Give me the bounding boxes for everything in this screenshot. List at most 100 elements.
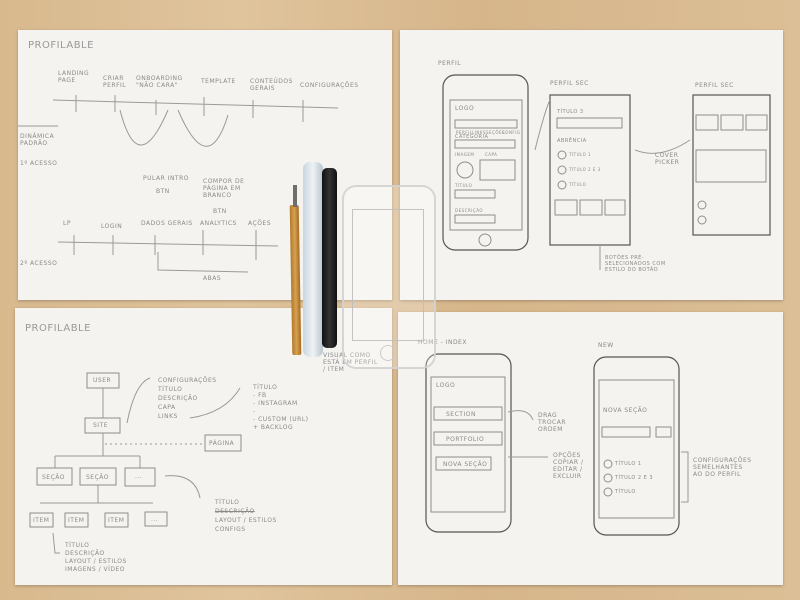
step: Login bbox=[101, 223, 123, 230]
label-profile: Perfil bbox=[438, 60, 462, 67]
prop: Configs bbox=[215, 526, 246, 533]
note-config: Configurações semelhantes ao do perfil bbox=[693, 457, 752, 478]
step: Onboarding "não cara" bbox=[136, 75, 183, 89]
new-item: Título bbox=[615, 489, 636, 495]
step: Landing page bbox=[58, 70, 90, 84]
phone-logo: Logo bbox=[455, 105, 475, 112]
new-item: Título 2 e 3 bbox=[615, 475, 654, 481]
tab: Perfil bbox=[456, 130, 473, 135]
paper-sitemap: Profilable User Site Página Seção Seção … bbox=[15, 308, 392, 585]
section-item: Título 2 e 3 bbox=[569, 167, 601, 172]
gray-marker bbox=[303, 162, 323, 357]
prop: Links bbox=[158, 413, 178, 420]
stencil-screen bbox=[352, 209, 424, 341]
node-user: User bbox=[93, 377, 112, 384]
home-logo: Logo bbox=[436, 382, 456, 389]
wireframe-drawings bbox=[425, 353, 689, 536]
field: Descrição bbox=[455, 208, 484, 213]
new-item: Título 1 bbox=[615, 461, 642, 467]
item-props: Título Descrição Layout / Estilos Imagen… bbox=[65, 542, 127, 574]
prop: Título bbox=[215, 499, 240, 506]
row1-sub: 1º acesso bbox=[20, 160, 58, 167]
step: Ações bbox=[248, 220, 272, 227]
prop: Descrição bbox=[65, 550, 105, 557]
label-profile-alt: Perfil Sec bbox=[695, 82, 734, 89]
home-item: Section bbox=[446, 411, 476, 418]
prop: Layout / Estilos bbox=[215, 517, 277, 524]
tab: Links bbox=[472, 130, 487, 135]
section-title: Título 3 bbox=[557, 109, 584, 115]
prop: Configurações bbox=[158, 377, 217, 384]
prop: Título bbox=[158, 386, 183, 393]
prop: Título bbox=[65, 542, 90, 549]
node-item: ... bbox=[151, 516, 159, 523]
home-item: Portfolio bbox=[446, 436, 485, 443]
step: Configurações bbox=[300, 82, 359, 89]
prop: Imagens / Vídeo bbox=[65, 566, 126, 573]
wireframe-drawings bbox=[442, 74, 771, 270]
new-title: Nova seção bbox=[603, 407, 648, 414]
step: Template bbox=[201, 78, 236, 85]
flow-title: Profilable bbox=[28, 40, 94, 51]
node-section: Seção bbox=[42, 474, 66, 481]
row2-sub: 2º acesso bbox=[20, 260, 58, 267]
step: LP bbox=[63, 220, 71, 227]
note-compose: Compor de página em branco bbox=[203, 178, 245, 199]
node-section: Seção bbox=[86, 474, 110, 481]
black-fineliner bbox=[322, 168, 337, 348]
prop: - Instagram bbox=[253, 400, 298, 407]
prop: - bbox=[253, 408, 256, 415]
label-home: Home - index bbox=[418, 339, 467, 346]
paper-user-flow: Profilable Dinâmica padrão 1º acesso Lan… bbox=[18, 30, 392, 300]
node-item: Item bbox=[33, 517, 50, 524]
note-cover: Cover picker bbox=[655, 152, 680, 166]
field: Categoria bbox=[455, 134, 489, 140]
flow-lines bbox=[18, 95, 339, 273]
prop: Capa bbox=[158, 404, 176, 411]
note-skip-sub: btn bbox=[156, 188, 170, 195]
prop: + Backlog bbox=[253, 424, 294, 431]
stencil-home-button bbox=[380, 345, 396, 361]
step: Analytics bbox=[200, 220, 237, 227]
step: Criar perfil bbox=[103, 75, 127, 89]
prop: Layout / Estilos bbox=[65, 558, 127, 565]
phone-stencil bbox=[342, 185, 436, 369]
section-props: Título Descrição Layout / Estilos Config… bbox=[215, 498, 277, 534]
step: Conteúdos gerais bbox=[250, 78, 293, 92]
paper-wireframes-top: Perfil Perfil Sec Perfil Sec Logo Perfil… bbox=[400, 30, 783, 300]
node-item: Item bbox=[68, 517, 85, 524]
node-page: Página bbox=[209, 440, 235, 447]
prop: Título bbox=[253, 384, 278, 391]
tab: Seções bbox=[486, 130, 506, 135]
node-section: ... bbox=[135, 473, 143, 480]
sitemap-title: Profilable bbox=[25, 323, 91, 334]
prop: - Custom (URL) bbox=[253, 416, 309, 423]
field: Título bbox=[455, 183, 473, 188]
pencil-tip bbox=[293, 185, 297, 207]
section-item: Título 1 bbox=[569, 152, 592, 157]
label-profile-edit: Perfil Sec bbox=[550, 80, 589, 87]
prop: - FB bbox=[253, 392, 267, 399]
link-props: Título - FB - Instagram - - Custom (URL)… bbox=[253, 384, 309, 432]
field: Capa bbox=[485, 152, 498, 157]
note-options: Opções Copiar / Editar / Excluir bbox=[553, 452, 584, 480]
section-item: Título bbox=[569, 182, 587, 187]
new-section-button: Nova seção bbox=[443, 461, 488, 468]
prop: Descrição bbox=[158, 395, 198, 402]
note-skip: Pular intro bbox=[143, 175, 189, 182]
section-heading: Abrência bbox=[557, 138, 587, 144]
node-item: Item bbox=[108, 517, 125, 524]
field: Imagem bbox=[455, 152, 475, 157]
note-buttons: Botões pré-selecionados com estilo do bo… bbox=[605, 255, 666, 273]
paper-wireframes-bottom: Home - index New Visual como está em Per… bbox=[323, 312, 783, 585]
sitemap-lines bbox=[29, 372, 242, 554]
prop: Descrição bbox=[215, 508, 255, 515]
node-site: Site bbox=[93, 422, 109, 429]
step: Dados gerais bbox=[141, 220, 193, 227]
row1-label: Dinâmica padrão bbox=[20, 133, 55, 147]
tab: Config bbox=[502, 130, 521, 135]
note-drag: Drag Trocar ordem bbox=[538, 412, 567, 433]
row2-note: Abas bbox=[203, 275, 222, 282]
site-props: Configurações Título Descrição Capa Link… bbox=[158, 376, 217, 421]
note-compose-sub: btn bbox=[213, 208, 227, 215]
